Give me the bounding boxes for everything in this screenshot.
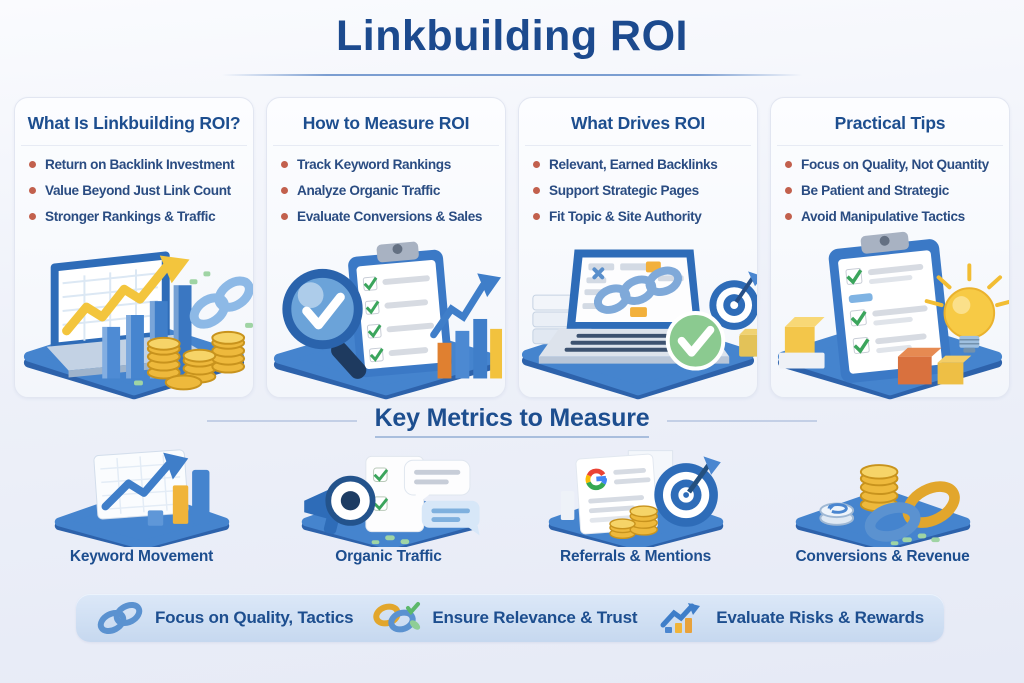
bullet-item: Relevant, Earned Backlinks (533, 156, 749, 174)
bullet-item: Value Beyond Just Link Count (29, 182, 245, 200)
divider (273, 145, 499, 146)
divider (777, 145, 1003, 146)
bullet-item: Focus on Quality, Not Quantity (785, 156, 1001, 174)
footer-item-relevance: Ensure Relevance & Trust (373, 601, 637, 635)
metrics-row: Keyword Movement (18, 441, 1006, 566)
metric-referrals-mentions: Referrals & Mentions (512, 441, 759, 566)
line-chart-bars-icon (54, 449, 229, 547)
confetti (134, 271, 253, 386)
metric-label: Conversions & Revenue (795, 548, 970, 565)
silver-coin-icon (818, 502, 854, 526)
chain-link-icon (189, 276, 253, 329)
metric-label: Referrals & Mentions (559, 548, 712, 565)
footer-label: Evaluate Risks & Rewards (716, 608, 925, 627)
metric-label: Keyword Movement (69, 548, 214, 565)
title-underline (222, 74, 802, 76)
target-icon (653, 456, 721, 527)
metrics-section-heading: Key Metrics to Measure (0, 404, 1024, 438)
chain-check-icon (373, 602, 421, 633)
green-check-circle-icon (665, 311, 726, 371)
laptop-growth-coins-chain-illustration (15, 229, 253, 401)
metric-keyword-movement: Keyword Movement (18, 441, 265, 566)
coin-stack-icon (859, 464, 898, 513)
info-columns: What Is Linkbuilding ROI? Return on Back… (14, 97, 1010, 401)
coins-icon (608, 505, 658, 540)
divider (525, 145, 751, 146)
magnifier-checklist-illustration (267, 229, 505, 401)
metric-organic-traffic: Organic Traffic (265, 441, 512, 566)
target-icon (709, 271, 757, 330)
column-heading: What Is Linkbuilding ROI? (27, 113, 241, 133)
heading-line-left (206, 420, 357, 422)
heading-line-right (667, 420, 818, 422)
google-doc-target-coins-icon (548, 450, 723, 547)
bullet-item: Avoid Manipulative Tactics (785, 208, 1001, 226)
clipboard-lightbulb-illustration (771, 229, 1009, 401)
footer-item-quality: Focus on Quality, Tactics (96, 601, 354, 635)
bullet-list: Focus on Quality, Not Quantity Be Patien… (771, 156, 1009, 226)
divider (21, 145, 247, 146)
lightbulb-icon (924, 263, 1009, 353)
metric-label: Organic Traffic (335, 548, 442, 565)
column-heading: Practical Tips (834, 113, 946, 133)
bullet-list: Track Keyword Rankings Analyze Organic T… (267, 156, 505, 226)
metric-conversions-revenue: Conversions & Revenue (759, 441, 1006, 566)
coins-icon (146, 330, 246, 391)
clipboard-checklist-icon (348, 241, 453, 378)
bullet-item: Track Keyword Rankings (281, 156, 497, 174)
clipboard-checklist-icon (828, 231, 952, 383)
footer-label: Focus on Quality, Tactics (154, 608, 354, 627)
column-card-drives-roi: What Drives ROI Relevant, Earned Backlin… (518, 97, 758, 401)
column-card-practical-tips: Practical Tips Focus on Quality, Not Qua… (770, 97, 1010, 401)
blocks-icon (897, 347, 972, 385)
laptop-icon (538, 249, 730, 364)
column-heading: How to Measure ROI (302, 113, 470, 133)
growth-arrow-icon (62, 255, 190, 336)
bullet-item: Support Strategic Pages (533, 182, 749, 200)
yellow-box-icon (739, 328, 757, 357)
bullet-item: Evaluate Conversions & Sales (281, 208, 497, 226)
chain-link-icon (97, 601, 143, 635)
laptop-chain-target-illustration (519, 229, 757, 401)
footer-tips-bar: Focus on Quality, Tactics Ensure Relevan… (76, 594, 944, 642)
footer-label: Ensure Relevance & Trust (432, 608, 638, 627)
coins-chain-links-icon (795, 464, 970, 547)
chat-bubble-icon (421, 500, 480, 536)
bullet-list: Return on Backlink Investment Value Beyo… (15, 156, 253, 226)
footer-item-risks: Evaluate Risks & Rewards (657, 601, 924, 635)
bullet-item: Stronger Rankings & Traffic (29, 208, 245, 226)
megaphone-icon (303, 475, 376, 535)
column-card-measure-roi: How to Measure ROI Track Keyword Ranking… (266, 97, 506, 401)
page-title: Linkbuilding ROI (336, 12, 688, 60)
bullet-item: Fit Topic & Site Authority (533, 208, 749, 226)
google-g-icon (585, 468, 607, 491)
yellow-box-icon (778, 316, 825, 369)
metrics-heading-text: Key Metrics to Measure (374, 404, 650, 438)
megaphone-chat-bubbles-icon (301, 455, 480, 547)
bullet-item: Be Patient and Strategic (785, 182, 1001, 200)
bar-chart-arrow-icon (430, 273, 503, 379)
backlink-chain-icon (593, 266, 683, 314)
bullet-item: Return on Backlink Investment (29, 156, 245, 174)
chat-bubble-icon (403, 459, 470, 507)
bullet-list: Relevant, Earned Backlinks Support Strat… (519, 156, 757, 226)
magnifier-check-icon (282, 268, 367, 379)
column-card-what-is-roi: What Is Linkbuilding ROI? Return on Back… (14, 97, 254, 401)
column-heading: What Drives ROI (570, 113, 706, 133)
gold-chain-link-icon (902, 481, 960, 528)
blue-chain-link-icon (864, 502, 920, 542)
bullet-item: Analyze Organic Traffic (281, 182, 497, 200)
bar-chart-arrow-icon (660, 603, 701, 633)
